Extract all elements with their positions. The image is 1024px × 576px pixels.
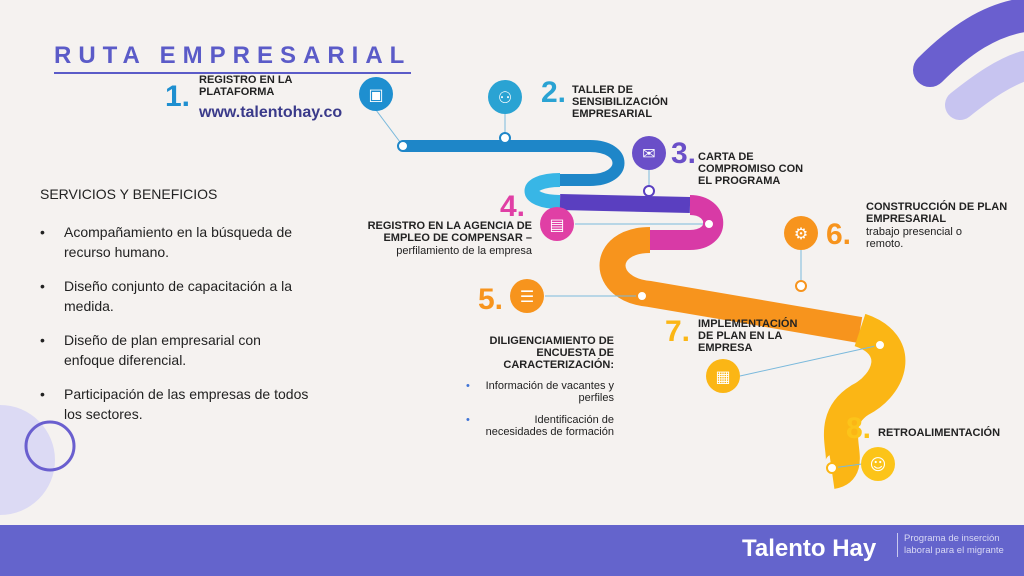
road-dot bbox=[397, 140, 409, 152]
step-2-label: TALLER DE SENSIBILIZACIÓN EMPRESARIAL bbox=[572, 84, 668, 120]
step-4-sub: perfilamiento de la empresa bbox=[396, 245, 532, 257]
svg-text:▤: ▤ bbox=[549, 215, 564, 234]
step-3-label: CARTA DE COMPROMISO CON EL PROGRAMA bbox=[698, 151, 804, 187]
road-segment bbox=[559, 194, 691, 213]
road-segment bbox=[823, 313, 906, 489]
step-6-label: CONSTRUCCIÓN DE PLAN EMPRESARIAL bbox=[866, 201, 1008, 225]
step-5-bullet: Identificación de necesidades de formaci… bbox=[466, 414, 614, 438]
step-5-number: 5. bbox=[478, 283, 504, 316]
footer-bar bbox=[0, 525, 1024, 576]
decor-arc bbox=[945, 51, 1024, 120]
road-dot bbox=[643, 185, 655, 197]
presentation-icon bbox=[706, 359, 740, 393]
road-segment bbox=[403, 140, 625, 186]
step-6-sub: trabajo presencial o remoto. bbox=[866, 226, 963, 250]
computer-icon bbox=[359, 77, 393, 111]
svg-text:⚇: ⚇ bbox=[498, 88, 512, 107]
step-2-number: 2. bbox=[541, 76, 567, 109]
step-4-number: 4. bbox=[500, 190, 526, 223]
decor-arc bbox=[913, 0, 1024, 87]
brand-tagline: Programa de inserción laboral para el mi… bbox=[897, 533, 1015, 557]
road-dot bbox=[874, 339, 886, 351]
service-item: Acompañamiento en la búsqueda de recurso… bbox=[40, 222, 310, 262]
road-segment bbox=[599, 227, 863, 343]
svg-text:☺: ☺ bbox=[870, 455, 887, 474]
step-5-label: DILIGENCIAMIENTO DE ENCUESTA DE CARACTER… bbox=[489, 335, 614, 371]
step-7-number: 7. bbox=[665, 315, 691, 348]
road-dot bbox=[795, 280, 807, 292]
service-item: Diseño conjunto de capacitación a la med… bbox=[40, 276, 310, 316]
services-list: Acompañamiento en la búsqueda de recurso… bbox=[40, 222, 310, 438]
svg-text:▣: ▣ bbox=[368, 85, 383, 104]
document-icon bbox=[510, 279, 544, 313]
service-item: Diseño de plan empresarial con enfoque d… bbox=[40, 330, 310, 370]
road-dot bbox=[703, 218, 715, 230]
decor-circle bbox=[0, 405, 55, 515]
svg-text:✉: ✉ bbox=[642, 144, 655, 163]
step-8-label: RETROALIMENTACIÓN bbox=[878, 427, 1001, 439]
building-icon bbox=[540, 207, 574, 241]
website-link[interactable]: www.talentohay.co bbox=[199, 104, 343, 121]
feedback-icon bbox=[861, 447, 895, 481]
brand-logo: Talento Hay bbox=[742, 535, 877, 562]
step-1-number: 1. bbox=[165, 80, 191, 113]
road-dot bbox=[826, 462, 838, 474]
envelope-icon bbox=[632, 136, 666, 170]
step-1-label: REGISTRO EN LA PLATAFORMA bbox=[199, 74, 293, 98]
services-heading: SERVICIOS Y BENEFICIOS bbox=[40, 186, 218, 202]
step-6-number: 6. bbox=[826, 218, 852, 251]
page-title: RUTA EMPRESARIAL bbox=[54, 42, 412, 74]
svg-text:▦: ▦ bbox=[715, 367, 730, 386]
step-5-bullet: Información de vacantes y perfiles bbox=[466, 380, 614, 404]
road-dot bbox=[499, 132, 511, 144]
step-8-number: 8. bbox=[846, 412, 872, 445]
step-5-bullets: Información de vacantes y perfiles Ident… bbox=[466, 380, 614, 448]
step-3-number: 3. bbox=[671, 137, 697, 170]
people-icon bbox=[488, 80, 522, 114]
svg-text:⚙: ⚙ bbox=[794, 224, 808, 243]
road-segment bbox=[524, 173, 561, 209]
service-item: Participación de las empresas de todos l… bbox=[40, 384, 310, 424]
step-4-label: REGISTRO EN LA AGENCIA DE EMPLEO DE COMP… bbox=[367, 220, 532, 244]
gear-icon bbox=[784, 216, 818, 250]
road-dot bbox=[636, 290, 648, 302]
step-7-label: IMPLEMENTACIÓN DE PLAN EN LA EMPRESA bbox=[698, 318, 798, 354]
svg-text:☰: ☰ bbox=[520, 287, 534, 306]
